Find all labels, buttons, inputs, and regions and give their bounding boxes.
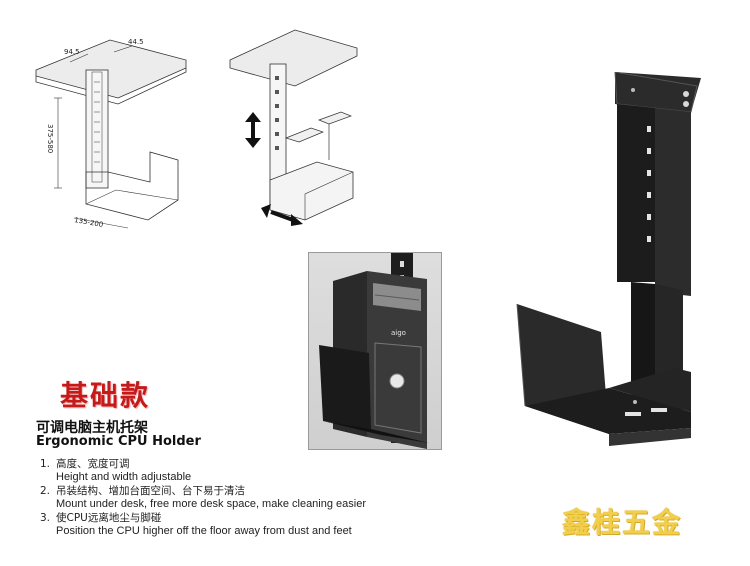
feature-text-en: Position the CPU higher off the floor aw…: [56, 525, 352, 537]
feature-list: 1. 高度、宽度可调 Height and width adjustable 2…: [40, 458, 440, 539]
dimension-width: 135-200: [74, 216, 104, 229]
feature-text-cn: 吊装结构、增加台面空间、台下易于清洁: [56, 485, 245, 497]
dimension-top-right: 44.5: [128, 38, 144, 46]
dimension-diagram: 94.5 44.5 375-580 135-200: [18, 32, 218, 232]
product-image: [505, 72, 715, 477]
feature-text-en: Height and width adjustable: [56, 471, 192, 483]
adjustment-diagram: [225, 20, 365, 235]
feature-number: 2.: [40, 485, 51, 497]
brand-logo: 鑫桂五金: [562, 506, 683, 539]
product-photo: aigo: [308, 252, 442, 450]
feature-item: 2. 吊装结构、增加台面空间、台下易于清洁 Mount under desk, …: [40, 485, 440, 511]
product-subtitle-en: Ergonomic CPU Holder: [36, 434, 201, 449]
product-subtitle-cn: 可调电脑主机托架: [36, 420, 148, 436]
diagonal-arrow-icon: [261, 204, 303, 226]
vertical-arrow-icon: [245, 112, 261, 148]
feature-text-en: Mount under desk, free more desk space, …: [56, 498, 366, 510]
dimension-height: 375-580: [46, 124, 54, 153]
product-title: 基础款: [60, 379, 151, 412]
feature-item: 3. 使CPU远离地尘与脚碰 Position the CPU higher o…: [40, 512, 440, 538]
feature-item: 1. 高度、宽度可调 Height and width adjustable: [40, 458, 440, 484]
dimension-top-left: 94.5: [64, 48, 80, 56]
feature-number: 1.: [40, 458, 51, 470]
feature-text-cn: 使CPU远离地尘与脚碰: [56, 512, 162, 524]
pc-brand-logo: aigo: [391, 329, 406, 337]
feature-number: 3.: [40, 512, 51, 524]
feature-text-cn: 高度、宽度可调: [56, 458, 130, 470]
